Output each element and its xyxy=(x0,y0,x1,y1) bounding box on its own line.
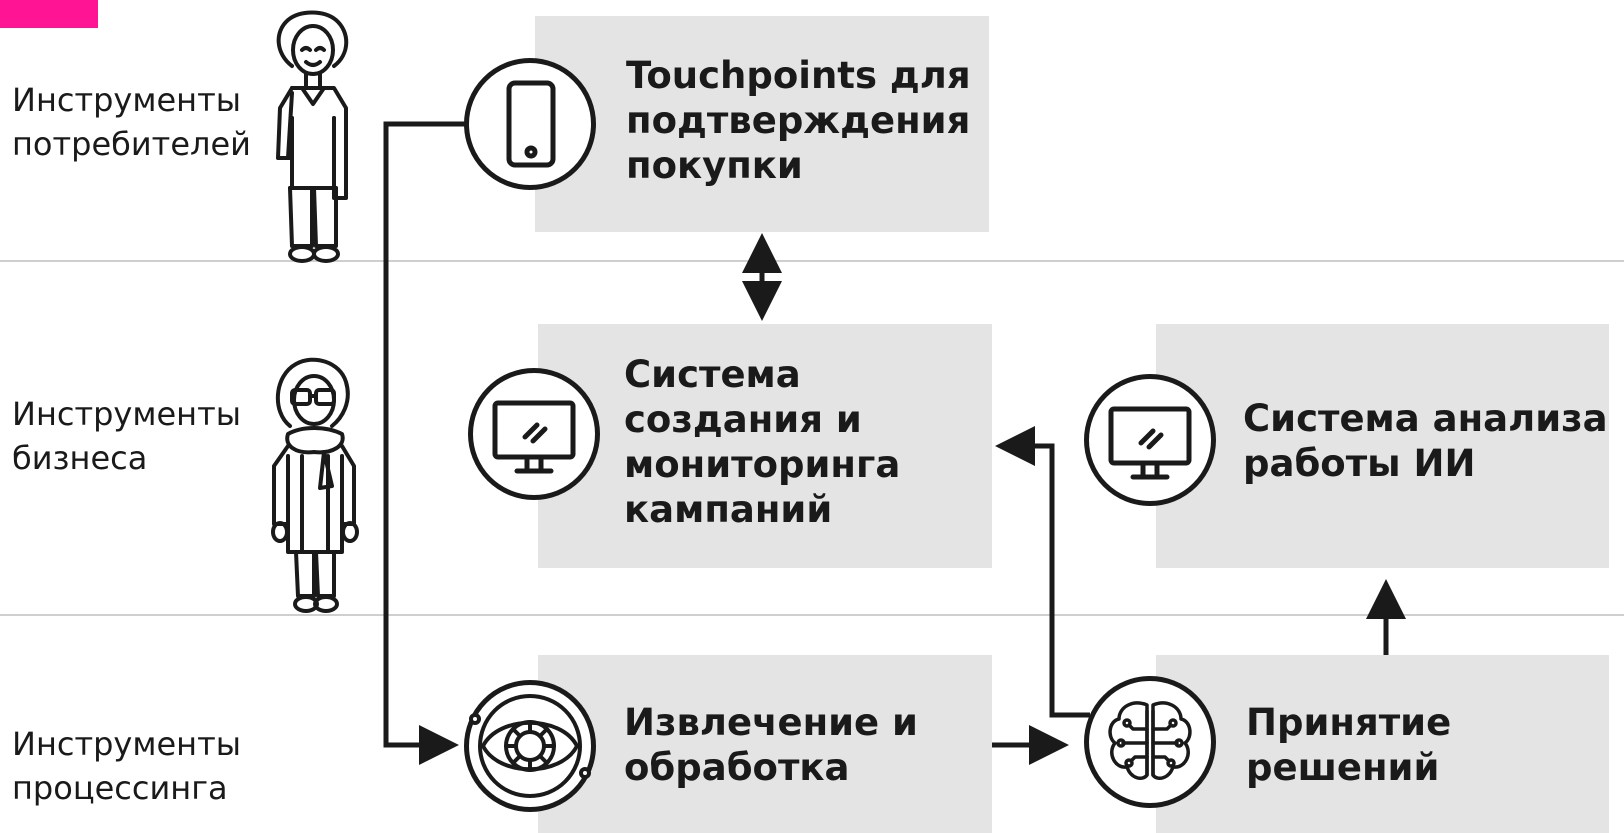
row-label-business: Инструменты бизнеса xyxy=(12,395,241,477)
connector-consumer-to-extraction xyxy=(383,121,470,765)
decisions-box xyxy=(1156,655,1609,833)
smartphone-icon xyxy=(506,80,556,168)
decisions-title: Принятие решений xyxy=(1246,701,1452,789)
business-person-icon xyxy=(271,357,359,613)
accent-bar xyxy=(0,0,98,28)
ai-analysis-icon-circle xyxy=(1084,374,1216,506)
eye-icon xyxy=(469,694,591,798)
monitor-icon xyxy=(1108,406,1192,480)
touchpoints-title: Touchpoints для подтверждения покупки xyxy=(626,54,971,187)
extraction-icon-circle xyxy=(464,680,596,812)
ai-analysis-title: Система анализа работы ИИ xyxy=(1243,397,1608,485)
decisions-icon-circle xyxy=(1084,676,1216,808)
ai-analysis-box xyxy=(1156,324,1609,568)
monitor-icon xyxy=(492,400,576,474)
touchpoints-box xyxy=(535,16,989,232)
extraction-box xyxy=(538,655,992,833)
row-divider-2 xyxy=(0,614,1624,616)
brain-circuit-icon xyxy=(1108,701,1192,781)
touchpoints-icon-circle xyxy=(464,58,596,190)
connector-decisions-to-campaign xyxy=(995,426,1090,718)
extraction-title: Извлечение и обработка xyxy=(624,701,918,789)
row-label-processing: Инструменты процессинга xyxy=(12,725,241,807)
consumer-person-icon xyxy=(276,10,349,263)
campaign-icon-circle xyxy=(468,368,600,500)
row-label-consumers: Инструменты потребителей xyxy=(12,81,251,163)
row-divider-1 xyxy=(0,260,1624,262)
campaign-system-box xyxy=(538,324,992,568)
campaign-system-title: Система создания и мониторинга кампаний xyxy=(624,353,901,531)
